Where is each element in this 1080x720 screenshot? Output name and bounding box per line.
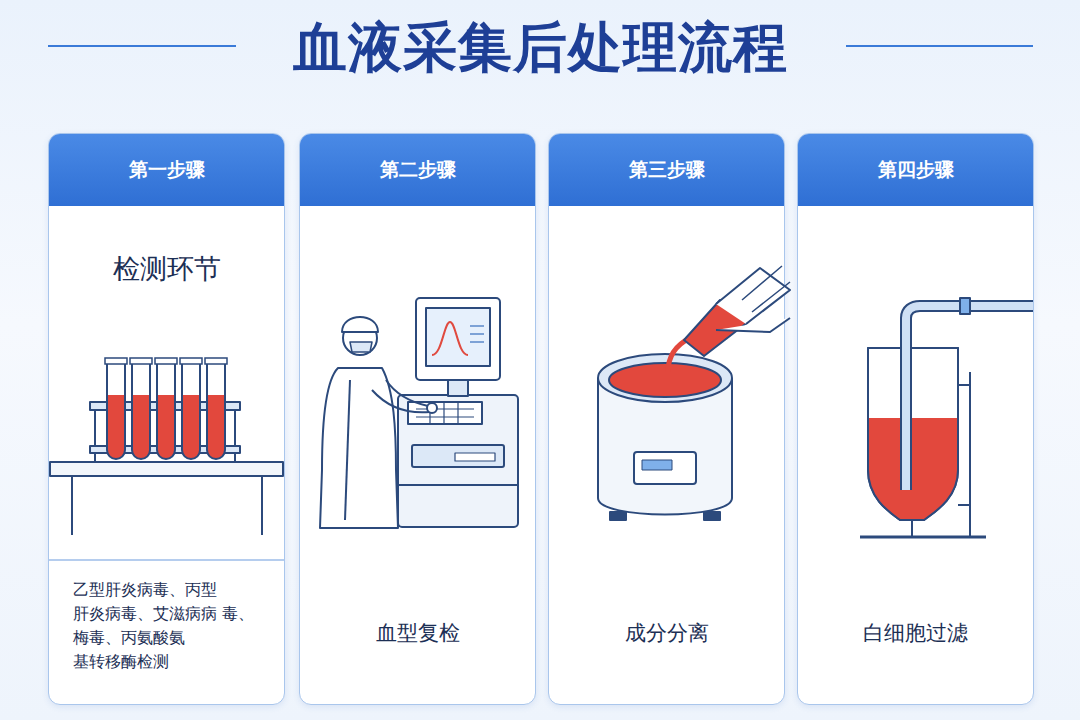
step-header: 第二步骤: [300, 134, 535, 206]
step-card: 第一步骤检测环节乙型肝炎病毒、丙型 肝炎病毒、艾滋病病 毒、梅毒、丙氨酸氨 基转…: [48, 133, 285, 705]
step-header: 第一步骤: [49, 134, 284, 206]
filter-illustration: [860, 298, 1033, 537]
step-card: 第二步骤血型复检: [299, 133, 536, 705]
step-header: 第四步骤: [798, 134, 1033, 206]
step-card: 第三步骤成分分离: [548, 133, 785, 705]
step-text: 成分分离: [549, 619, 784, 647]
title-rule: [846, 45, 1033, 47]
title-rule: [48, 45, 236, 47]
title: 血液采集后处理流程: [0, 12, 1080, 85]
centrifuge-illustration: [598, 266, 790, 520]
step-card: 第四步骤白细胞过滤: [797, 133, 1034, 705]
step-header: 第三步骤: [549, 134, 784, 206]
test-tube-illustration: [49, 402, 284, 560]
step-text: 乙型肝炎病毒、丙型 肝炎病毒、艾滋病病 毒、梅毒、丙氨酸氨 基转移酶检测: [73, 578, 270, 674]
step-heading: 检测环节: [49, 251, 284, 287]
test-tubes: [105, 358, 227, 459]
step-text: 白细胞过滤: [798, 619, 1033, 647]
technician-illustration: [320, 298, 518, 528]
step-text: 血型复检: [300, 619, 535, 647]
